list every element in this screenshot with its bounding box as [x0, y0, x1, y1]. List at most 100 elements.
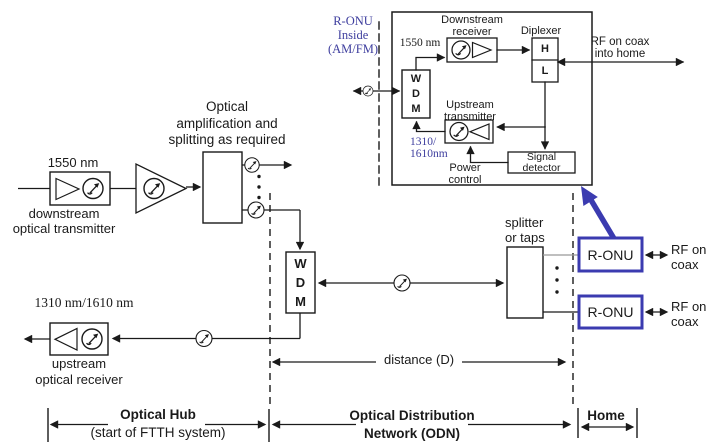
transmitter-to-wdm-line [412, 120, 446, 133]
label-line: R-ONU [333, 14, 373, 28]
optical-connector-icon [244, 157, 260, 173]
label-line: 1610nm [410, 148, 448, 160]
booster-amplifier [135, 162, 188, 215]
label-line: amplification and [176, 115, 278, 131]
label-line: downstream [28, 206, 100, 221]
diplexer-low-band: L [541, 65, 549, 77]
label-line: or taps [505, 230, 545, 245]
label-line: detector [522, 161, 561, 174]
inset-fiber-port [352, 85, 401, 97]
label-line: RF on coax [590, 36, 650, 48]
optical-connector-icon [247, 201, 265, 219]
distance-label: distance (D) [383, 352, 455, 367]
label-line: splitting as required [168, 132, 286, 147]
inset-wdm-label: W D M [402, 70, 430, 118]
wdm-letter: M [295, 294, 306, 309]
label-line: RF on [671, 242, 707, 257]
inset-caption: R-ONU Inside (AM/FM) [328, 14, 378, 56]
amplification-splitting-box [202, 151, 243, 224]
label-line: Optical Distribution [349, 408, 475, 423]
label-line: Inside [337, 28, 369, 42]
optical-connector-icon [393, 274, 411, 292]
upstream-optical-receiver [23, 322, 109, 356]
diplexer-label: Diplexer [520, 25, 562, 37]
ronu-label: R-ONU [587, 304, 634, 320]
label-line: splitter [505, 215, 544, 230]
home-section-title: Home [587, 408, 625, 423]
downstream-receiver-box [446, 37, 498, 63]
label-line: 1310/ [410, 136, 437, 148]
optical-connector-icon [143, 177, 165, 200]
optical-connector-icon [362, 85, 374, 97]
label-line: coax [671, 314, 699, 329]
inset-downstream-receiver-label: Downstream receiver [441, 14, 503, 38]
label-line: Network (ODN) [363, 426, 461, 441]
splitter-outputs [242, 157, 305, 251]
wdm-label: W D M [286, 252, 315, 313]
label-line: Signal [526, 151, 557, 163]
section-measurement-arrows [47, 408, 638, 442]
upstream-transmitter-label: Upstream transmitter [444, 99, 496, 123]
hub-section-title: Optical Hub [120, 407, 196, 422]
label-line: RF on [671, 299, 707, 314]
wdm-box [285, 251, 316, 314]
rf-coax-label: RF on coax [671, 242, 706, 272]
wdm-letter: W [294, 256, 307, 271]
label-line: control [448, 173, 482, 186]
ronu-inset [352, 11, 685, 191]
amplifier-triangle-icon [468, 123, 490, 141]
signal-detector-label: Signal detector [508, 152, 575, 173]
power-control-label: Power control [448, 162, 482, 186]
label-line: receiver [452, 25, 492, 38]
downstream-optical-transmitter [18, 171, 111, 206]
label-line: into home [594, 48, 646, 60]
label-line: Power [449, 162, 481, 174]
ronu-box [577, 236, 644, 273]
amplifier-triangle-icon [471, 41, 493, 59]
fiber-link [317, 274, 505, 292]
label-line: Downstream [441, 14, 503, 26]
label-line: Optical [205, 99, 249, 114]
label-line: coax [671, 257, 699, 272]
power-control-path [466, 145, 509, 164]
label-line: Upstream [446, 99, 494, 111]
diplexer-high-band: H [541, 43, 549, 55]
optical-connector-icon [451, 40, 471, 60]
label-line: upstream [51, 356, 107, 371]
label-line: (AM/FM) [327, 42, 379, 56]
rf-into-home-label: RF on coax into home [591, 36, 650, 60]
ronu-box [577, 294, 644, 330]
label-line: transmitter [444, 110, 496, 123]
wdm-to-receiver-line [415, 53, 446, 71]
downstream-transmitter-label: downstream optical transmitter [13, 206, 116, 236]
label-line: optical receiver [35, 371, 123, 387]
inset-downstream-wavelength: 1550 nm [399, 37, 441, 49]
wdm-letter: D [412, 88, 420, 100]
main-diagram [18, 151, 669, 442]
upstream-wavelength-label: 1310 nm/1610 nm [34, 295, 134, 310]
optical-connector-icon [81, 328, 103, 350]
wdm-letter: D [295, 275, 306, 290]
ronu-label: R-ONU [587, 246, 634, 263]
diplexer-feedback-lines [496, 81, 550, 150]
upstream-receiver-label: upstream optical receiver [35, 356, 122, 387]
amplification-splitting-label: Optical amplification and splitting as r… [168, 99, 285, 149]
upstream-transmitter-box [444, 119, 494, 144]
optical-connector-icon [449, 121, 469, 142]
odn-section-title: Optical Distribution Network (ODN) [349, 407, 474, 443]
label-line: optical transmitter [12, 221, 116, 236]
splitter-or-taps-box [506, 246, 544, 319]
downstream-wavelength-label: 1550 nm [47, 155, 99, 170]
optical-connector-icon [82, 177, 104, 200]
rf-coax-label: RF on coax [671, 299, 706, 329]
hub-section-subtitle: (start of FTTH system) [90, 425, 226, 440]
wdm-letter: M [411, 103, 421, 115]
optical-connector-icon [195, 329, 213, 348]
amplifier-triangle-icon [55, 177, 81, 201]
amplifier-triangle-icon [53, 327, 78, 351]
upstream-return-path [111, 313, 301, 348]
splitter-label: splitter or taps [505, 215, 545, 245]
wdm-letter: W [410, 73, 422, 85]
